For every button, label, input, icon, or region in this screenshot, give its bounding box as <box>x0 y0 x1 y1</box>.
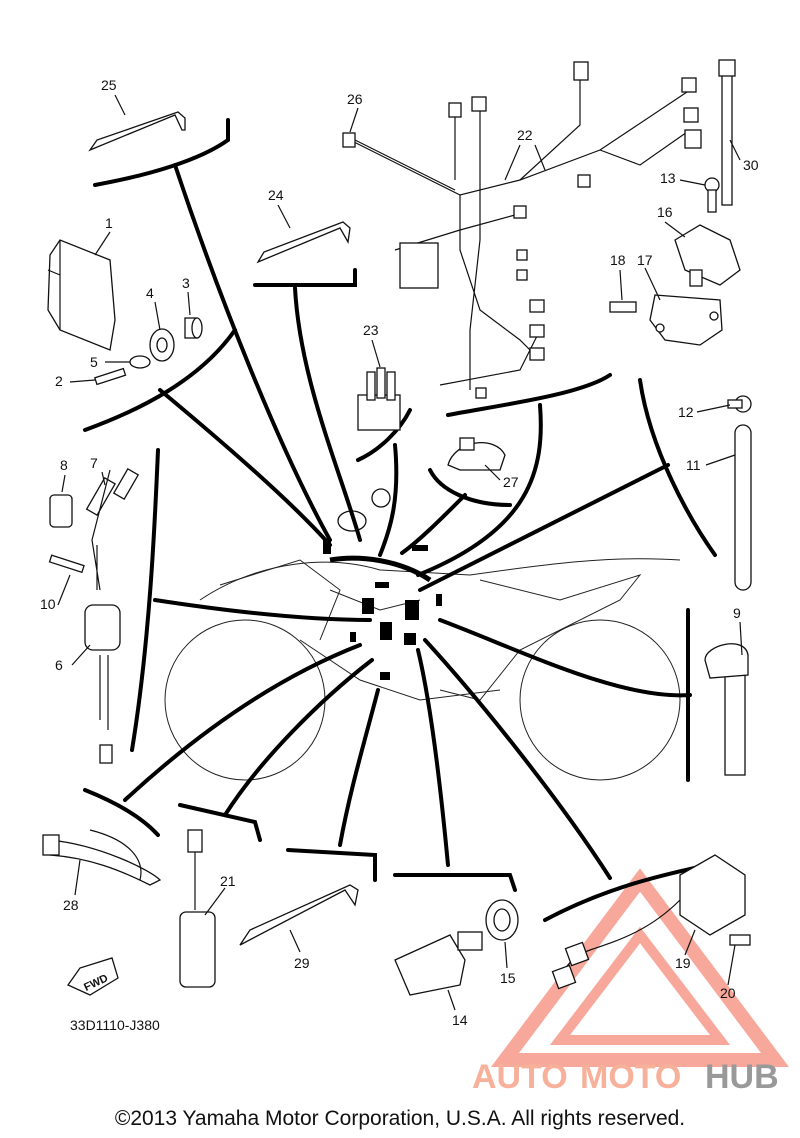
copyright-notice: ©2013 Yamaha Motor Corporation, U.S.A. A… <box>114 1107 686 1130</box>
label-part-18: 18 <box>610 252 626 268</box>
label-part-12: 12 <box>678 404 694 420</box>
label-part-29: 29 <box>294 955 310 971</box>
label-part-5: 5 <box>90 354 98 370</box>
part-21-condenser <box>179 829 216 988</box>
part-4-grommet <box>149 328 175 362</box>
label-part-1: 1 <box>105 215 113 231</box>
label-part-19: 19 <box>675 955 691 971</box>
watermark-logo <box>491 868 789 1067</box>
part-1-cdi-unit <box>47 239 116 351</box>
part-9-cap <box>704 643 749 776</box>
watermark-text: AUTO MOTO HUB <box>472 1058 779 1096</box>
part-23-connector <box>357 367 401 431</box>
label-part-2: 2 <box>55 373 63 389</box>
watermark-hub: HUB <box>705 1058 779 1096</box>
label-part-21: 21 <box>220 873 236 889</box>
label-part-11: 11 <box>686 457 701 473</box>
part-22-wire-harness <box>342 61 702 399</box>
part-16-sensor <box>674 224 741 287</box>
part-number-labels: 1 2 3 4 5 6 7 8 9 10 11 12 13 14 15 16 1… <box>40 77 759 1028</box>
label-part-10: 10 <box>40 596 56 612</box>
part-6-ignition-coil <box>84 469 121 764</box>
part-11-tube <box>734 424 752 591</box>
label-part-6: 6 <box>55 657 63 673</box>
diagram-code: 33D1110-J380 <box>70 1017 160 1033</box>
label-part-3: 3 <box>182 275 190 291</box>
part-10-bolt <box>48 554 85 574</box>
label-part-22: 22 <box>517 127 533 143</box>
label-part-23: 23 <box>363 322 379 338</box>
part-8-grommet <box>49 494 73 528</box>
label-part-20: 20 <box>720 985 736 1001</box>
part-13-screw <box>704 177 720 213</box>
group-brackets <box>83 118 722 922</box>
watermark-auto: AUTO <box>472 1058 568 1096</box>
label-part-8: 8 <box>60 457 68 473</box>
label-part-15: 15 <box>500 970 516 986</box>
part-20-bolt <box>729 934 751 946</box>
label-part-30: 30 <box>743 157 759 173</box>
label-part-13: 13 <box>660 170 676 186</box>
label-part-27: 27 <box>503 474 519 490</box>
watermark-moto: MOTO <box>580 1058 681 1096</box>
label-part-16: 16 <box>657 204 673 220</box>
part-25-clamp <box>88 111 186 152</box>
label-part-7: 7 <box>90 455 98 471</box>
label-part-14: 14 <box>452 1012 468 1028</box>
part-12-clamp <box>727 395 752 413</box>
label-part-4: 4 <box>146 285 154 301</box>
part-30-cable-tie <box>718 59 736 206</box>
label-leaders <box>57 94 743 1011</box>
part-29-clamp <box>239 884 359 946</box>
leader-lines <box>123 163 692 880</box>
label-part-25: 25 <box>101 77 117 93</box>
part-24-clamp <box>256 221 351 264</box>
part-3-collar <box>184 317 203 339</box>
label-part-24: 24 <box>268 187 284 203</box>
label-part-9: 9 <box>733 605 741 621</box>
fwd-arrow-icon: FWD <box>67 957 119 996</box>
part-27-clamp <box>447 437 506 471</box>
label-part-26: 26 <box>347 91 363 107</box>
part-17-bracket <box>649 294 723 346</box>
part-28-band <box>42 829 162 886</box>
electrical-parts-diagram: FWD 1 2 3 4 5 6 7 8 9 10 11 12 13 14 15 … <box>40 59 789 1096</box>
part-5-washer <box>129 355 151 369</box>
label-part-17: 17 <box>637 252 653 268</box>
part-7-plug-cap <box>85 467 140 516</box>
label-part-28: 28 <box>63 897 79 913</box>
part-2-bolt <box>93 367 127 386</box>
part-15-washer <box>485 899 519 941</box>
part-19-rectifier <box>551 854 746 990</box>
part-14-sensor <box>394 931 483 996</box>
part-18-bolt <box>609 301 637 313</box>
